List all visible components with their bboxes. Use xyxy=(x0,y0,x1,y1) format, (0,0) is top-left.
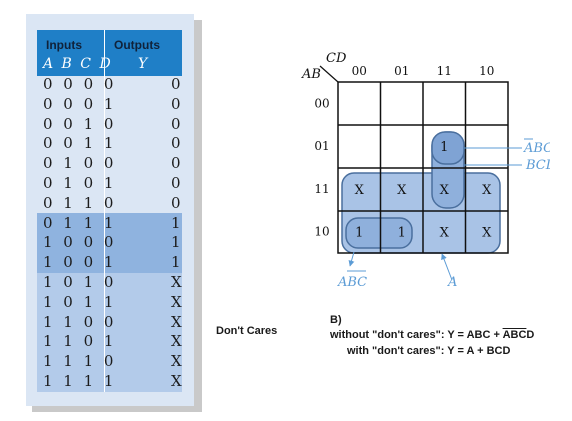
input-bits: 1 0 1 1 xyxy=(43,292,117,311)
input-bits: 0 1 0 1 xyxy=(43,174,117,192)
output-value: 1 xyxy=(171,233,181,252)
ones-band xyxy=(37,213,182,273)
table-row: 0 0 0 1 0 xyxy=(37,94,182,114)
dont-cares-label: Don't Cares xyxy=(216,325,278,337)
output-value: 0 xyxy=(171,94,181,113)
column-label: 01 xyxy=(394,64,409,78)
column-label: 11 xyxy=(437,64,452,78)
kmap-cell-value: 1 xyxy=(440,140,448,155)
table-row: 0 0 0 0 0 xyxy=(37,74,182,94)
table-row: 0 1 1 1 1 xyxy=(37,213,182,233)
without-dont-cares-line: without "don't cares": Y = ABC + ABCD xyxy=(330,329,534,341)
column-divider xyxy=(104,76,105,392)
table-row: 0 0 1 1 0 xyxy=(37,133,182,153)
row-label: 00 xyxy=(314,96,329,110)
table-row: 1 1 0 0 X xyxy=(37,312,182,332)
kmap-cell-value: X xyxy=(440,226,450,241)
output-value: X xyxy=(171,352,182,371)
table-row: 1 1 0 1 X xyxy=(37,331,182,351)
column-labels: 00 01 11 10 xyxy=(352,64,495,78)
table-row: 0 1 0 0 0 xyxy=(37,153,182,173)
table-row: 1 1 1 0 X xyxy=(37,351,182,371)
kmap-cell-value: X xyxy=(397,183,407,198)
input-bits: 0 1 1 1 xyxy=(43,213,117,232)
kmap-cell-value: X xyxy=(355,183,365,198)
outputs-subheader: Y xyxy=(138,56,148,72)
output-value: 1 xyxy=(171,253,181,272)
kmap-cell-value: X xyxy=(482,226,492,241)
output-value: X xyxy=(171,372,182,390)
table-row: 1 0 1 0 X xyxy=(37,272,182,292)
table-row: 0 1 0 1 0 xyxy=(37,173,182,193)
table-row: 1 0 0 1 1 xyxy=(37,252,182,272)
output-value: 0 xyxy=(171,154,181,173)
output-value: X xyxy=(171,273,182,291)
column-label: 10 xyxy=(479,64,494,78)
output-value: 0 xyxy=(171,193,181,212)
output-value: 0 xyxy=(171,114,181,133)
input-bits: 0 1 0 0 xyxy=(43,154,117,173)
table-row: 1 0 1 1 X xyxy=(37,292,182,312)
a-arrow xyxy=(441,253,453,281)
input-bits: 0 0 0 0 xyxy=(43,75,117,93)
input-bits: 1 1 0 0 xyxy=(43,312,117,331)
inputs-subheader: A B C D xyxy=(43,56,113,72)
inputs-header: Inputs xyxy=(46,38,82,52)
input-bits: 1 0 1 0 xyxy=(43,273,117,291)
table-row: 0 0 1 0 0 xyxy=(37,114,182,134)
output-value: 0 xyxy=(171,174,181,192)
table-row: 0 1 1 0 0 xyxy=(37,193,182,213)
without-overbar-term: ABC xyxy=(502,329,527,341)
table-row: 1 1 1 1 X xyxy=(37,371,182,391)
term-abc-label: ABC xyxy=(337,275,367,290)
term-abcd-label: ABCD xyxy=(523,141,550,156)
input-bits: 1 1 1 1 xyxy=(43,372,117,390)
term-bcd-label: BCD xyxy=(525,158,550,173)
without-tail: D xyxy=(526,329,535,341)
input-bits: 1 0 0 1 xyxy=(43,253,117,272)
table-row: 1 0 0 0 1 xyxy=(37,232,182,252)
header-divider xyxy=(104,30,105,76)
part-b-label: B) xyxy=(330,314,342,326)
output-value: 0 xyxy=(171,134,181,153)
output-value: X xyxy=(171,312,182,331)
ab-label: AB xyxy=(301,67,321,82)
input-bits: 0 0 0 1 xyxy=(43,94,117,113)
column-label: 00 xyxy=(352,64,367,78)
input-bits: 1 1 1 0 xyxy=(43,352,117,371)
kmap-cell-value: 1 xyxy=(398,226,406,241)
abc-arrow xyxy=(348,251,355,267)
output-value: 1 xyxy=(171,213,181,232)
kmap-cell-value: X xyxy=(482,183,492,198)
with-dont-cares-line: with "don't cares": Y = A + BCD xyxy=(347,345,511,357)
cd-label: CD xyxy=(326,51,347,66)
kmap-cell-value: X xyxy=(440,183,450,198)
input-bits: 0 1 1 0 xyxy=(43,193,117,212)
table-header xyxy=(37,30,182,76)
outputs-header: Outputs xyxy=(114,38,160,52)
input-bits: 1 1 0 1 xyxy=(43,332,117,351)
term-a-label: A xyxy=(447,275,457,290)
group-abc xyxy=(345,217,413,249)
row-label: 10 xyxy=(314,225,329,239)
input-bits: 1 0 0 0 xyxy=(43,233,117,252)
without-prefix: without "don't cares": Y = ABC + xyxy=(330,329,503,341)
input-bits: 0 0 1 0 xyxy=(43,114,117,133)
output-value: X xyxy=(171,292,182,311)
row-label: 11 xyxy=(314,182,329,196)
dont-care-band xyxy=(37,273,182,392)
output-value: X xyxy=(171,332,182,351)
row-label: 01 xyxy=(314,139,329,153)
output-value: 0 xyxy=(171,75,181,93)
input-bits: 0 0 1 1 xyxy=(43,134,117,153)
kmap-cell-value: 1 xyxy=(355,226,363,241)
row-labels: 00 01 11 10 xyxy=(314,96,329,238)
